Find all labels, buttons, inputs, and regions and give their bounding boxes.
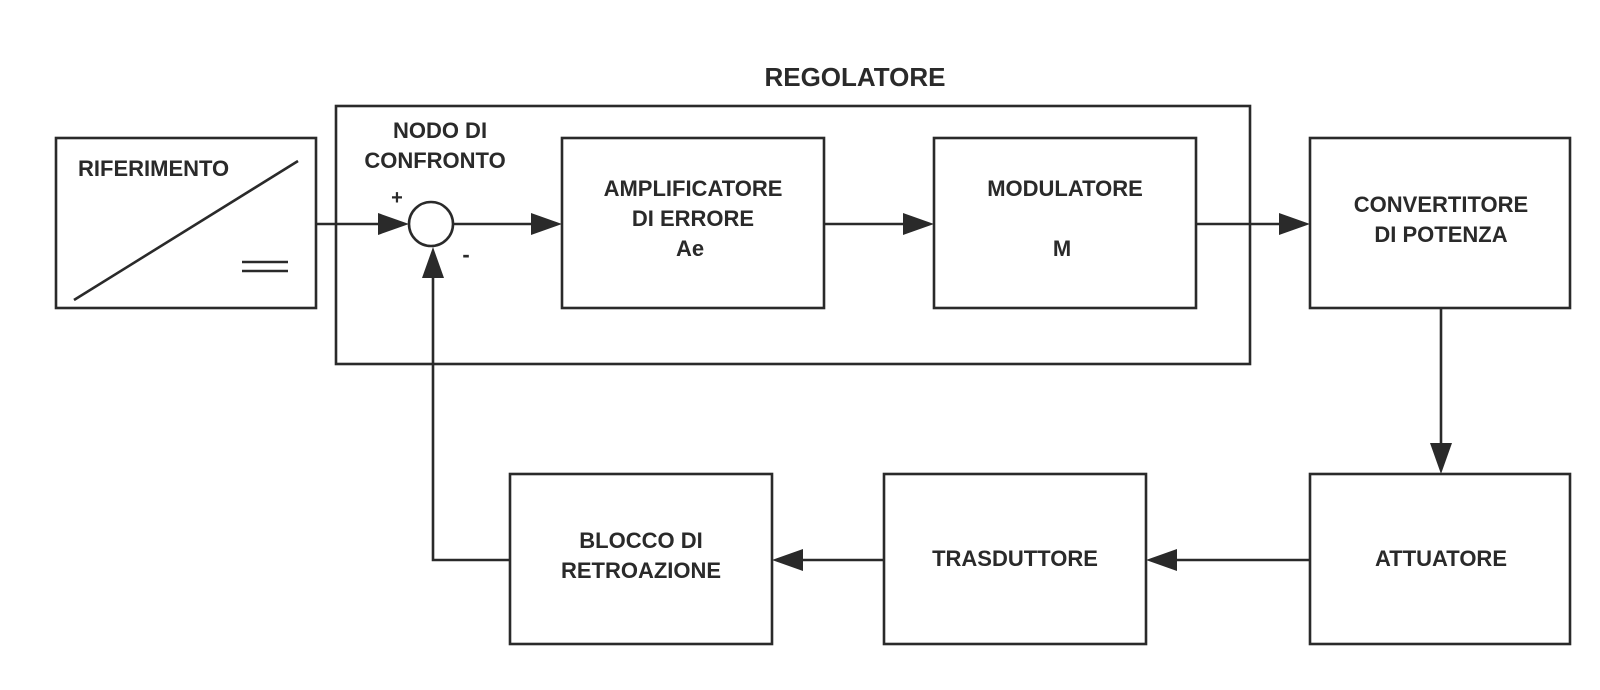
nodo-plus-sign: +	[391, 187, 403, 209]
arrowhead-into-node-plus	[378, 213, 409, 235]
riferimento-box	[54, 136, 318, 310]
amplificatore-block: AMPLIFICATORE DI ERRORE Ae	[560, 136, 826, 310]
riferimento-dc-symbol	[242, 260, 288, 273]
retroazione-line1: BLOCCO DI	[579, 528, 702, 553]
trasduttore-box	[882, 472, 1148, 646]
nodo-di-confronto: NODO DI CONFRONTO + -	[364, 118, 505, 267]
modulatore-line1: MODULATORE	[987, 176, 1143, 201]
amplificatore-box	[560, 136, 826, 310]
arrowhead-into-retroazione	[772, 549, 803, 571]
modulatore-line2: M	[1053, 236, 1071, 261]
wire-feedback-to-node	[431, 270, 510, 562]
arrowhead-into-amplificatore	[531, 213, 562, 235]
nodo-title-line2: CONFRONTO	[364, 148, 505, 173]
attuatore-block: ATTUATORE	[1308, 472, 1572, 646]
arrowhead-into-node-minus	[422, 247, 444, 278]
regolatore-frame	[334, 104, 1252, 366]
amplificatore-line1: AMPLIFICATORE	[604, 176, 783, 201]
arrowhead-into-attuatore	[1430, 443, 1452, 474]
convertitore-block: CONVERTITORE DI POTENZA	[1308, 136, 1572, 310]
trasduttore-block: TRASDUTTORE	[882, 472, 1148, 646]
modulatore-block: MODULATORE M	[932, 136, 1198, 310]
retroazione-line2: RETROAZIONE	[561, 558, 721, 583]
retroazione-block: BLOCCO DI RETROAZIONE	[508, 472, 774, 646]
convertitore-box	[1308, 136, 1572, 310]
arrowhead-into-modulatore	[903, 213, 934, 235]
convertitore-line2: DI POTENZA	[1374, 222, 1507, 247]
modulatore-box	[932, 136, 1198, 310]
riferimento-label: RIFERIMENTO	[78, 156, 229, 181]
connectors	[316, 213, 1452, 571]
arrowhead-into-convertitore	[1279, 213, 1310, 235]
amplificatore-line3: Ae	[676, 236, 704, 261]
retroazione-box	[508, 472, 774, 646]
nodo-title-line1: NODO DI	[393, 118, 487, 143]
amplificatore-line2: DI ERRORE	[632, 206, 754, 231]
arrowhead-into-trasduttore	[1146, 549, 1177, 571]
trasduttore-label: TRASDUTTORE	[932, 546, 1098, 571]
attuatore-box	[1308, 472, 1572, 646]
convertitore-line1: CONVERTITORE	[1354, 192, 1528, 217]
riferimento-ramp-line	[73, 159, 299, 302]
nodo-minus-sign: -	[462, 242, 469, 267]
riferimento-block: RIFERIMENTO	[54, 136, 318, 310]
summing-node-circle	[407, 200, 455, 248]
attuatore-label: ATTUATORE	[1375, 546, 1507, 571]
regolatore-title: REGOLATORE	[764, 62, 945, 92]
